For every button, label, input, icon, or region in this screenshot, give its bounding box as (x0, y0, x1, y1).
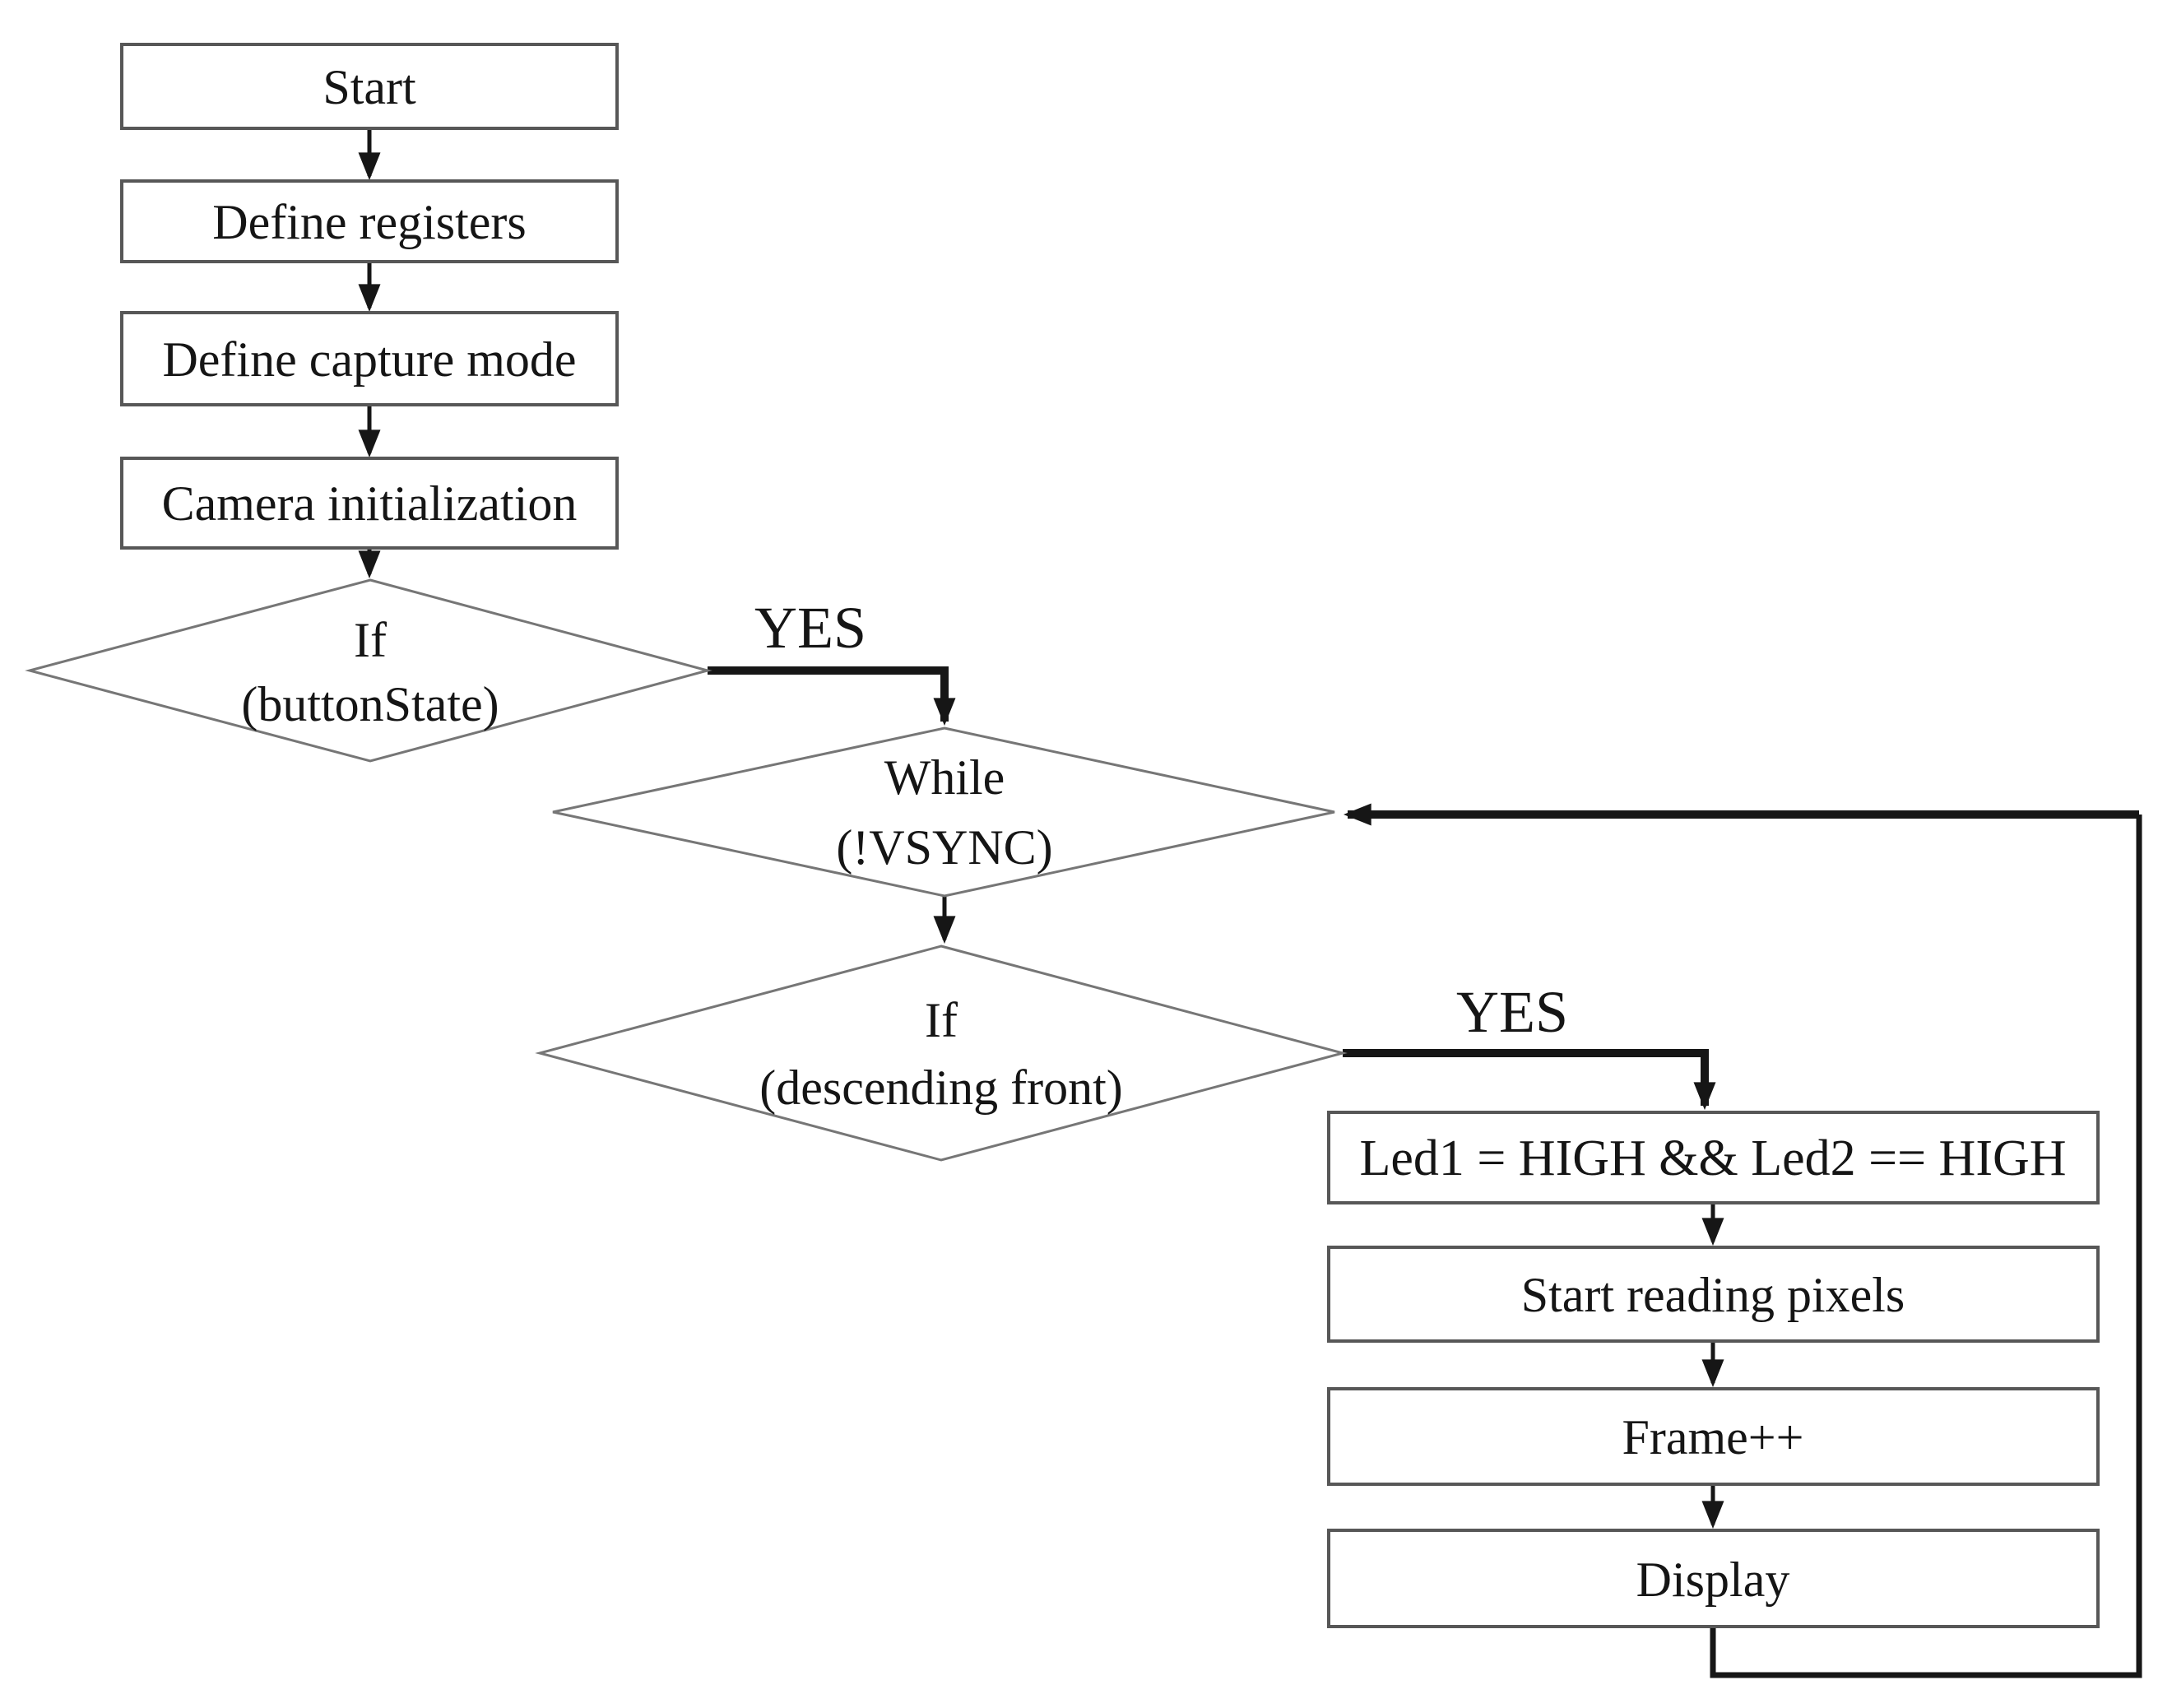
node-frame-increment-box (1327, 1387, 2100, 1486)
node-camera-initialization: Camera initialization (120, 457, 619, 550)
node-frame-increment-label: Frame++ (1622, 1410, 1804, 1464)
node-if-buttonstate: If (buttonState) (25, 578, 712, 763)
node-camera-initialization-label: Camera initialization (162, 476, 578, 531)
node-display: Display (1327, 1529, 2100, 1628)
edge-label-yes-descending-front: YES (1456, 979, 1568, 1045)
node-while-vsync-label-line2: (!VSYNC) (836, 820, 1052, 875)
node-if-descending-front-diamond (535, 945, 1348, 1162)
node-if-descending-front-label-line2: (descending front) (759, 1061, 1123, 1115)
node-define-registers-box (120, 179, 619, 263)
node-led-condition-box (1327, 1111, 2100, 1204)
node-define-capture-mode: Define capture mode (120, 311, 619, 406)
node-start-reading-pixels-label: Start reading pixels (1521, 1268, 1905, 1322)
node-start-box (120, 43, 619, 130)
node-start: Start (120, 43, 619, 130)
node-if-descending-front-label-line1: If (925, 993, 958, 1047)
node-while-vsync-diamond (552, 726, 1335, 898)
node-display-label: Display (1636, 1553, 1790, 1607)
node-define-capture-mode-box (120, 311, 619, 406)
edge-label-yes-buttonstate: YES (754, 595, 866, 661)
node-if-buttonstate-label-line1: If (354, 613, 387, 667)
node-if-descending-front: If (descending front) (535, 945, 1348, 1162)
edge-loop-display-return-path (1710, 815, 2142, 1678)
node-define-capture-mode-label: Define capture mode (162, 332, 576, 387)
node-define-registers: Define registers (120, 179, 619, 263)
node-start-label: Start (323, 60, 416, 114)
edge-yes-if-descending-front-to-led-condition (1343, 1049, 1716, 1111)
node-camera-initialization-box (120, 457, 619, 550)
edge-yes-if-buttonstate-to-while-vsync (708, 666, 956, 726)
node-led-condition-label: Led1 = HIGH && Led2 == HIGH (1359, 1130, 2066, 1186)
node-start-reading-pixels: Start reading pixels (1327, 1246, 2100, 1343)
node-if-buttonstate-diamond (25, 578, 712, 763)
node-display-box (1327, 1529, 2100, 1628)
node-start-reading-pixels-box (1327, 1246, 2100, 1343)
node-if-buttonstate-label-line2: (buttonState) (241, 677, 499, 731)
node-while-vsync-label-line1: While (884, 750, 1005, 805)
node-led-condition: Led1 = HIGH && Led2 == HIGH (1327, 1111, 2100, 1204)
node-define-registers-label: Define registers (212, 195, 527, 249)
node-while-vsync: While (!VSYNC) (552, 726, 1335, 898)
node-frame-increment: Frame++ (1327, 1387, 2100, 1486)
